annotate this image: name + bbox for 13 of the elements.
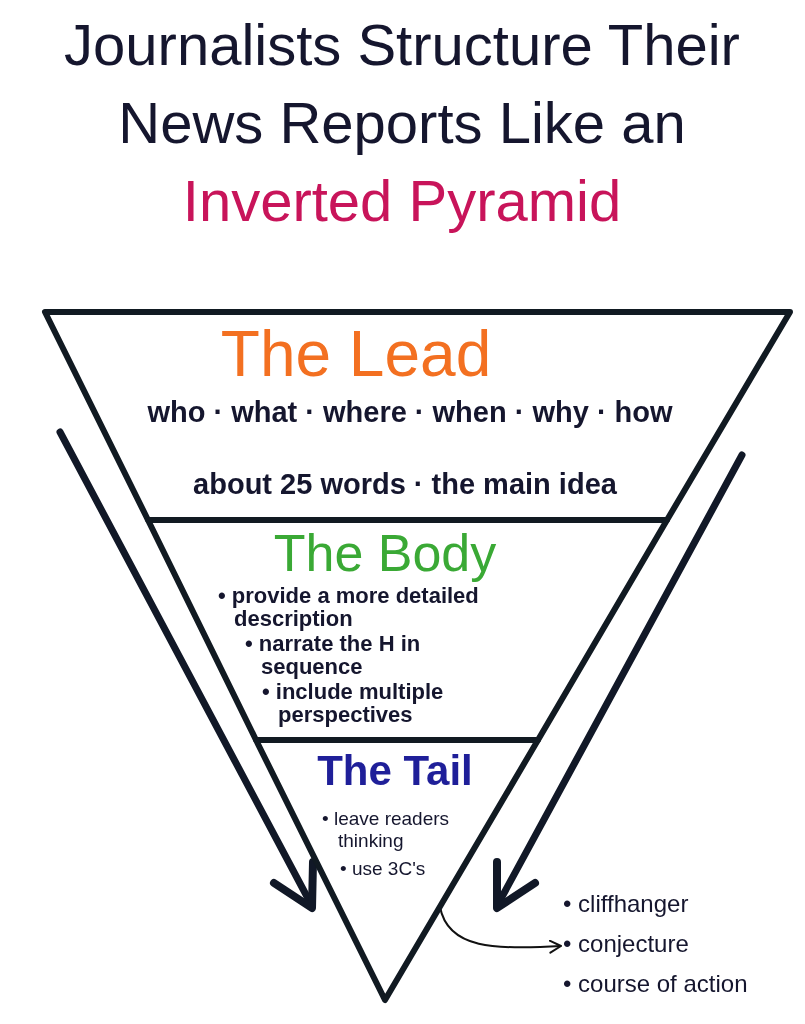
bullet-item: • use 3C's	[340, 858, 426, 880]
bullet-item: • leave readers thinking	[322, 808, 451, 852]
diagram-title: Journalists Structure Their News Reports Like an Inverted Pyramid	[63, 11, 741, 235]
bullet-item: • course of action	[563, 970, 748, 998]
section-heading: The Lead	[220, 322, 492, 386]
bullet-item: • narrate the H in sequence	[245, 632, 422, 678]
section-heading: The Tail	[317, 750, 473, 792]
keyword-line: who · what · where · when · why · how	[147, 398, 673, 427]
bullet-item: • provide a more detailed description	[218, 584, 480, 630]
bullet-item: • conjecture	[563, 930, 690, 958]
bullet-item: • cliffhanger	[563, 890, 690, 918]
summary-line: about 25 words · the main idea	[193, 470, 617, 499]
bullet-item: • include multiple perspectives	[262, 680, 445, 726]
